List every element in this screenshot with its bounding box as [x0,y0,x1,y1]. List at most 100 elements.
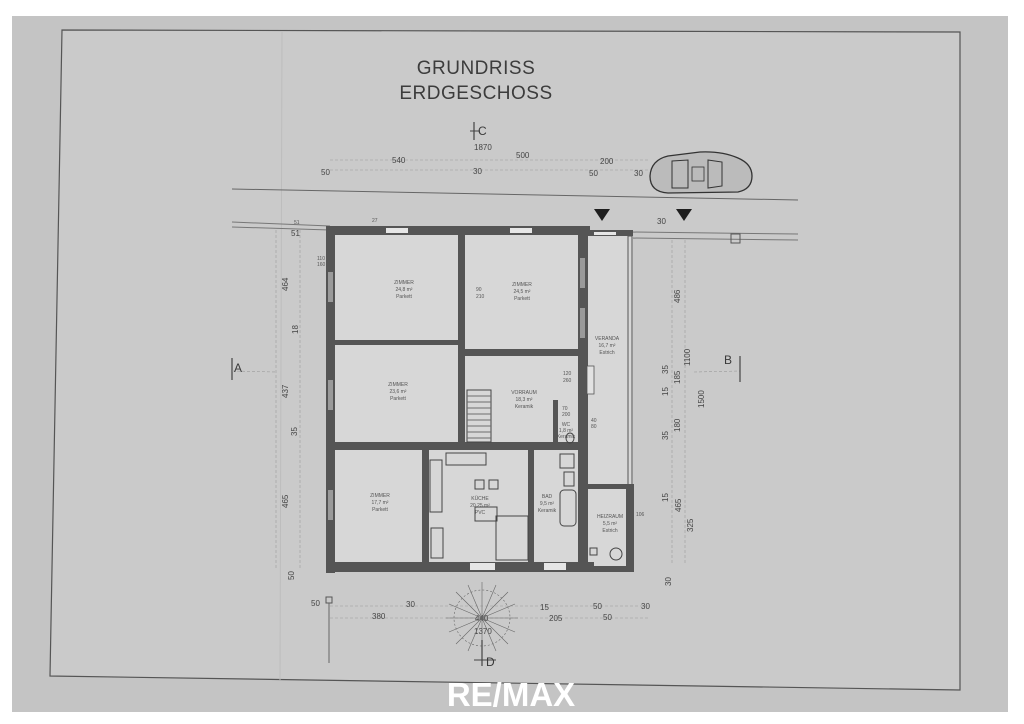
room-label: BAD 9,5 m² Keramik [538,494,557,514]
svg-text:ZIMMER: ZIMMER [388,382,408,388]
svg-text:PVC: PVC [475,510,486,516]
svg-text:Keramik: Keramik [515,404,534,410]
section-marker-d: D [474,640,496,669]
dim-right-6: 35 [661,431,670,440]
dim-bottom-0: 50 [311,599,320,608]
dim-right-8: 15 [661,493,670,502]
car-icon [649,151,753,194]
section-marker-b: B [693,353,741,382]
svg-text:ZIMMER: ZIMMER [370,493,390,499]
svg-text:KÜCHE: KÜCHE [471,495,489,502]
opening-label: 90 [476,287,482,293]
dim-top-7: 30 [634,169,643,178]
opening-label: 110 [317,256,325,262]
opening-label: 70 [562,406,568,412]
svg-text:Estrich: Estrich [599,350,615,356]
dim-left-6: 50 [287,571,296,580]
opening-label: 51 [294,220,300,226]
opening-label: 40 [591,418,597,424]
dim-right-5: 185 [673,370,682,384]
svg-text:9,5 m²: 9,5 m² [540,501,555,507]
dim-bottom-7: 50 [593,602,602,611]
svg-text:17,7 m²: 17,7 m² [372,500,389,506]
svg-text:23,6 m²: 23,6 m² [390,389,407,395]
dim-right-11: 30 [664,577,673,586]
dim-left-5: 465 [281,494,290,508]
dim-left-1: 464 [281,277,290,291]
svg-text:VORRAUM: VORRAUM [511,390,537,396]
tree-icon [446,582,518,654]
svg-text:ZIMMER: ZIMMER [394,280,414,286]
dim-right-3: 35 [661,365,670,374]
room-label: WC 1,8 m² Keramik [557,422,576,440]
opening-label: 260 [563,378,572,384]
svg-text:HEIZRAUM: HEIZRAUM [597,514,623,520]
dim-right-10: 325 [686,518,695,532]
svg-text:5,5 m²: 5,5 m² [603,521,618,527]
dim-bottom-4: 1370 [474,627,492,636]
dim-right-1: 1100 [683,348,692,366]
plan-title-line1: GRUNDRISS [417,58,536,79]
dim-bottom-9: 30 [641,602,650,611]
dim-top-1: 540 [392,156,406,165]
opening-label: 160 [317,262,326,268]
dim-top-3: 30 [473,167,482,176]
remax-logo: RE/MAX [447,676,575,713]
room-label: VORRAUM 18,3 m² Keramik [511,390,537,410]
dim-right-9: 465 [674,498,683,512]
dim-right-2: 1500 [697,390,706,408]
dim-top-0: 50 [321,168,330,177]
section-marker-a: A [231,358,277,380]
svg-text:Parkett: Parkett [390,396,406,402]
dim-left-4: 35 [290,427,299,436]
svg-text:A: A [234,361,242,375]
svg-text:ZIMMER: ZIMMER [512,282,532,288]
room-label: KÜCHE 20,25 m² PVC [470,495,490,516]
opening-label: 210 [476,294,485,300]
room-label: HEIZRAUM 5,5 m² Estrich [597,514,623,534]
svg-text:Parkett: Parkett [514,296,530,302]
room-label: ZIMMER 24,5 m² Parkett [512,282,532,302]
opening-label: 106 [636,512,645,518]
dim-right-7: 180 [673,418,682,432]
svg-text:1,8 m²: 1,8 m² [559,428,574,434]
svg-text:Keramik: Keramik [557,434,576,440]
svg-text:Keramik: Keramik [538,508,557,514]
svg-text:B: B [724,353,732,367]
dim-left-3: 437 [281,384,290,398]
dim-top-5: 200 [600,157,614,166]
dim-bottom-6: 205 [549,614,563,623]
svg-text:16,7 m²: 16,7 m² [599,343,616,349]
dim-top-8: 30 [657,217,666,226]
dim-left-0: 51 [291,229,300,238]
svg-text:BAD: BAD [542,494,553,500]
section-marker-c: C [470,122,487,140]
svg-text:C: C [478,124,487,138]
svg-text:18,3 m²: 18,3 m² [516,397,533,403]
dim-bottom-1: 380 [372,612,386,621]
dim-top-4: 500 [516,151,530,160]
entrance-arrow-icon [594,209,610,221]
svg-text:24,5 m²: 24,5 m² [514,289,531,295]
opening-label: 27 [372,218,378,224]
dim-left-2: 18 [291,325,300,334]
svg-text:D: D [486,655,495,669]
opening-label: 80 [591,424,597,430]
dim-right-4: 15 [661,387,670,396]
svg-text:Parkett: Parkett [396,294,412,300]
dim-bottom-2: 30 [406,600,415,609]
room-label: VERANDA 16,7 m² Estrich [595,336,620,356]
svg-text:Parkett: Parkett [372,507,388,513]
building-outline [326,226,634,573]
dim-top-2: 1870 [474,143,492,152]
dim-top-6: 50 [589,169,598,178]
svg-text:VERANDA: VERANDA [595,336,620,342]
svg-text:Estrich: Estrich [602,528,618,534]
room-label: ZIMMER 23,6 m² Parkett [388,382,408,402]
dim-bottom-8: 50 [603,613,612,622]
room-label: ZIMMER 24,8 m² Parkett [394,280,414,300]
dim-bottom-5: 15 [540,603,549,612]
entrance-arrow-icon [676,209,692,221]
